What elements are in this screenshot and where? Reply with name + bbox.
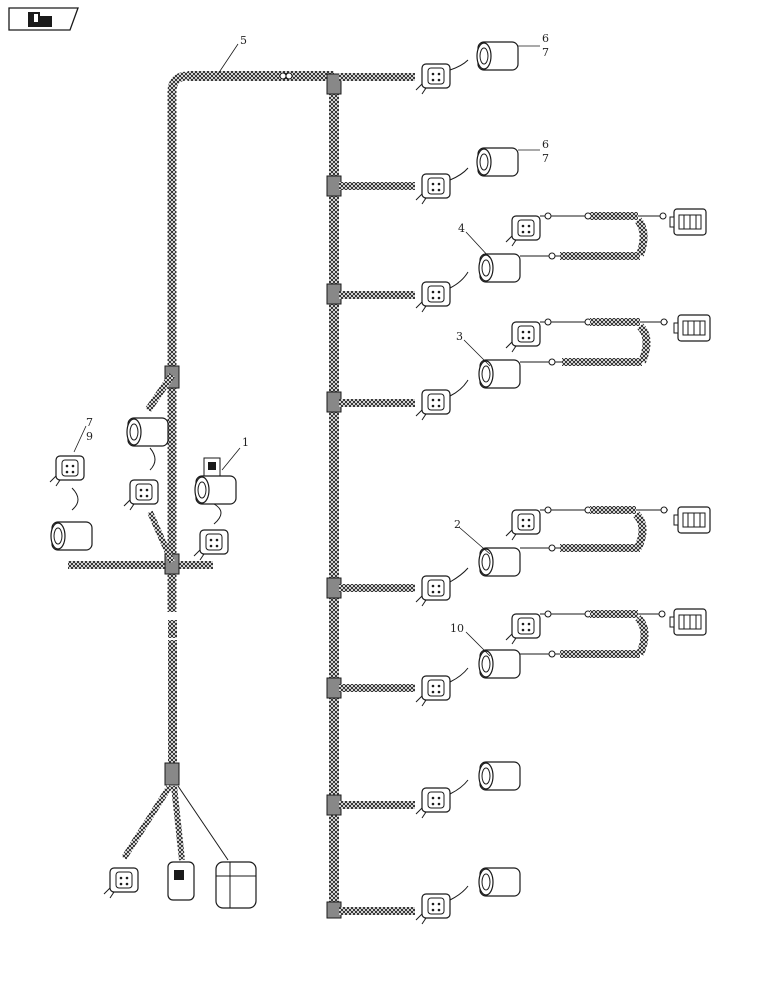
hand-pointer-icon xyxy=(28,12,52,27)
callout-leaders xyxy=(73,43,540,657)
connector-plug xyxy=(415,675,451,707)
junction-blocks xyxy=(164,73,342,919)
callout-5: 5 xyxy=(240,34,247,47)
cross-branch xyxy=(68,561,213,569)
callout-10: 10 xyxy=(450,622,464,635)
bottom-fanout xyxy=(103,784,257,909)
trunk-lower xyxy=(168,640,177,765)
callout-7: 7 xyxy=(542,46,549,59)
connector-cap xyxy=(126,417,169,447)
connector-plug xyxy=(415,787,451,819)
connector-cap xyxy=(478,253,521,283)
callout-7: 7 xyxy=(542,152,549,165)
sub-harness-3 xyxy=(505,314,711,366)
trunk-corner xyxy=(167,71,189,93)
connector-cap xyxy=(478,359,521,389)
connector-plug xyxy=(415,173,451,205)
sub-harness-4 xyxy=(505,208,707,260)
connector-housing xyxy=(167,861,195,901)
callout-9: 9 xyxy=(86,430,93,443)
callout-1: 1 xyxy=(242,436,249,449)
connector-housing xyxy=(215,861,257,909)
right-connectors xyxy=(415,41,521,925)
callout-6: 6 xyxy=(542,32,549,45)
sub-harness-10 xyxy=(505,608,707,658)
connector-plug xyxy=(415,575,451,607)
connector-cap xyxy=(478,867,521,897)
callouts: 5 6 7 6 7 4 3 2 10 1 7 9 xyxy=(86,32,549,635)
sub-harness-2 xyxy=(505,506,711,552)
sub-harnesses xyxy=(505,208,711,658)
trunk-vertical-right xyxy=(329,80,339,915)
connector-plug xyxy=(415,281,451,313)
connector-plug xyxy=(49,455,85,487)
callout-4: 4 xyxy=(458,222,465,235)
connector-plug xyxy=(415,893,451,925)
left-connectors xyxy=(49,373,237,564)
connector-plug xyxy=(193,529,229,561)
connector-cap xyxy=(478,649,521,679)
connector-plug xyxy=(103,867,139,899)
nav-arrow-box[interactable] xyxy=(8,7,79,31)
connector-cap xyxy=(476,147,519,177)
connector-plug xyxy=(415,389,451,421)
connector-cap xyxy=(478,761,521,791)
callout-6: 6 xyxy=(542,138,549,151)
trunk-top xyxy=(188,71,334,81)
callout-2: 2 xyxy=(454,518,461,531)
connector-cap xyxy=(478,547,521,577)
callout-7: 7 xyxy=(86,416,93,429)
right-branches xyxy=(339,73,415,915)
main-trunk xyxy=(68,71,339,915)
callout-3: 3 xyxy=(456,330,463,343)
connector-plug xyxy=(415,63,451,95)
connector-cap xyxy=(50,521,93,551)
connector-cap xyxy=(194,475,237,505)
connector-cap xyxy=(476,41,519,71)
connector-plug xyxy=(123,479,159,511)
